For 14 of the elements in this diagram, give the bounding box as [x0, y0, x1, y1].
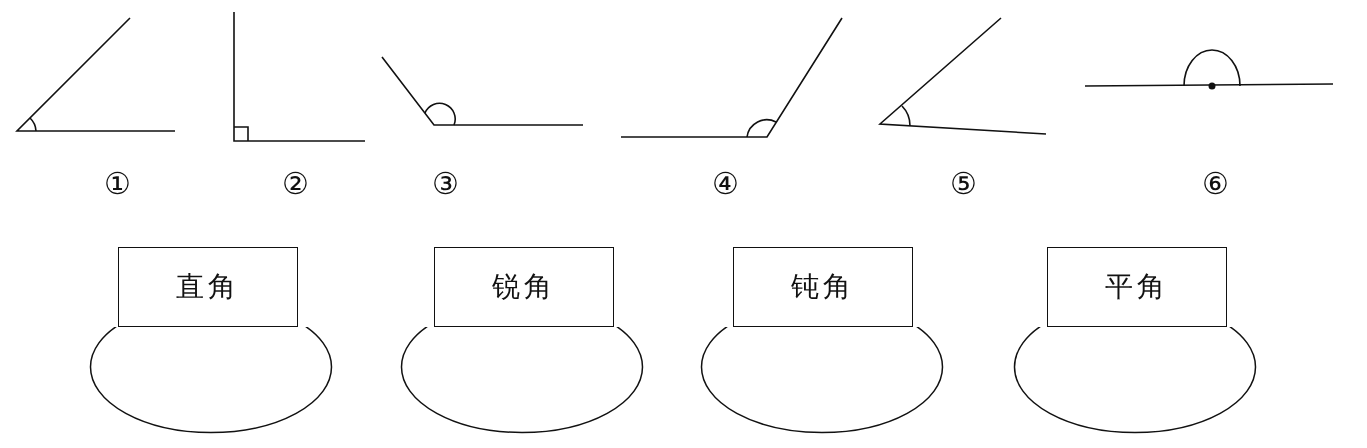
- answer-label-box: [118, 247, 298, 327]
- figure-number: ①: [103, 166, 131, 201]
- figure-number: ②: [281, 166, 309, 201]
- figure-number: ⑤: [949, 166, 977, 201]
- answer-label-box: [733, 247, 913, 327]
- answer-label-box: [434, 247, 614, 327]
- figure-number: ④: [711, 166, 739, 201]
- angle-type-label: 平角: [1105, 269, 1169, 305]
- figure-number: ⑥: [1201, 166, 1229, 201]
- answer-label-box: [1047, 247, 1227, 327]
- figure-number: ③: [431, 166, 459, 201]
- angle-type-label: 直角: [176, 269, 240, 305]
- angle-type-label: 钝角: [791, 269, 855, 305]
- angle-type-label: 锐角: [492, 269, 556, 305]
